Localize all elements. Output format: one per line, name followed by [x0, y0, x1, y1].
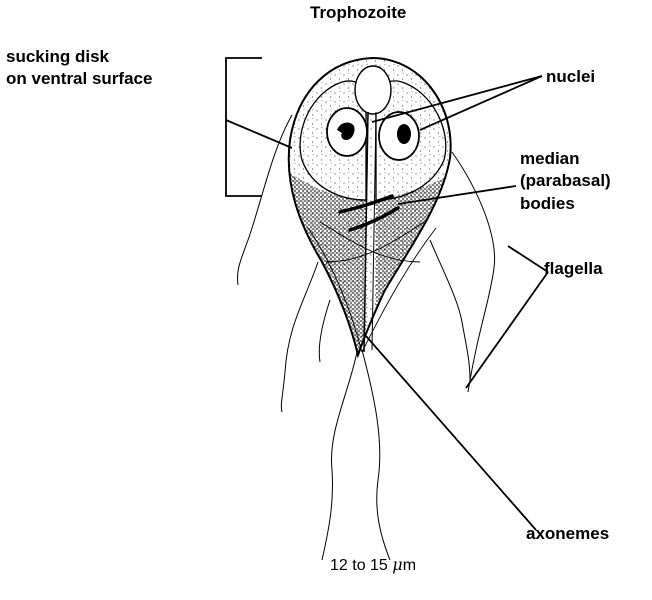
label-median-line1: median [520, 149, 580, 168]
axoneme-central [363, 111, 369, 353]
leader-median-bodies [397, 185, 517, 205]
label-sucking-disk-line2: on ventral surface [6, 69, 153, 88]
label-flagella: flagella [544, 259, 603, 278]
flagella-strands [237, 114, 496, 561]
flagellum-right-middle [429, 239, 471, 381]
median-body-upper [338, 194, 394, 214]
flagellum-left-upper [237, 114, 293, 286]
label-nuclei: nuclei [546, 67, 596, 86]
leader-nuclei-1 [371, 75, 543, 123]
bracket-sucking-disk [225, 57, 262, 197]
flagellum-left-middle [280, 261, 319, 413]
scale-unit-mu: μ [392, 555, 403, 574]
flagellum-caudal-right [361, 349, 391, 561]
scale-prefix: 12 to 15 [330, 557, 393, 574]
label-median-line2: (parabasal) [520, 171, 611, 190]
scale-label: 12 to 15 μm [330, 555, 416, 575]
leader-lines [225, 57, 549, 531]
central-oval [354, 65, 392, 115]
scale-unit-m: m [402, 557, 417, 574]
leader-sucking-disk [225, 119, 293, 149]
label-axonemes: axonemes [526, 524, 610, 543]
leader-flagella-2 [465, 271, 549, 389]
leader-axonemes [365, 335, 537, 531]
median-body-lower [348, 206, 400, 232]
flagellum-right-upper [451, 151, 496, 393]
flagellum-caudal-left [321, 351, 358, 561]
leader-flagella-1 [507, 245, 549, 273]
nucleus-left [326, 107, 368, 157]
title-label: Trophozoite [310, 3, 407, 22]
leader-nuclei-2 [419, 75, 543, 131]
label-median-line3: bodies [520, 194, 575, 213]
label-sucking-disk-line1: sucking disk [6, 47, 109, 66]
flagellum-tip-left [318, 299, 331, 363]
nucleus-right [378, 111, 420, 161]
